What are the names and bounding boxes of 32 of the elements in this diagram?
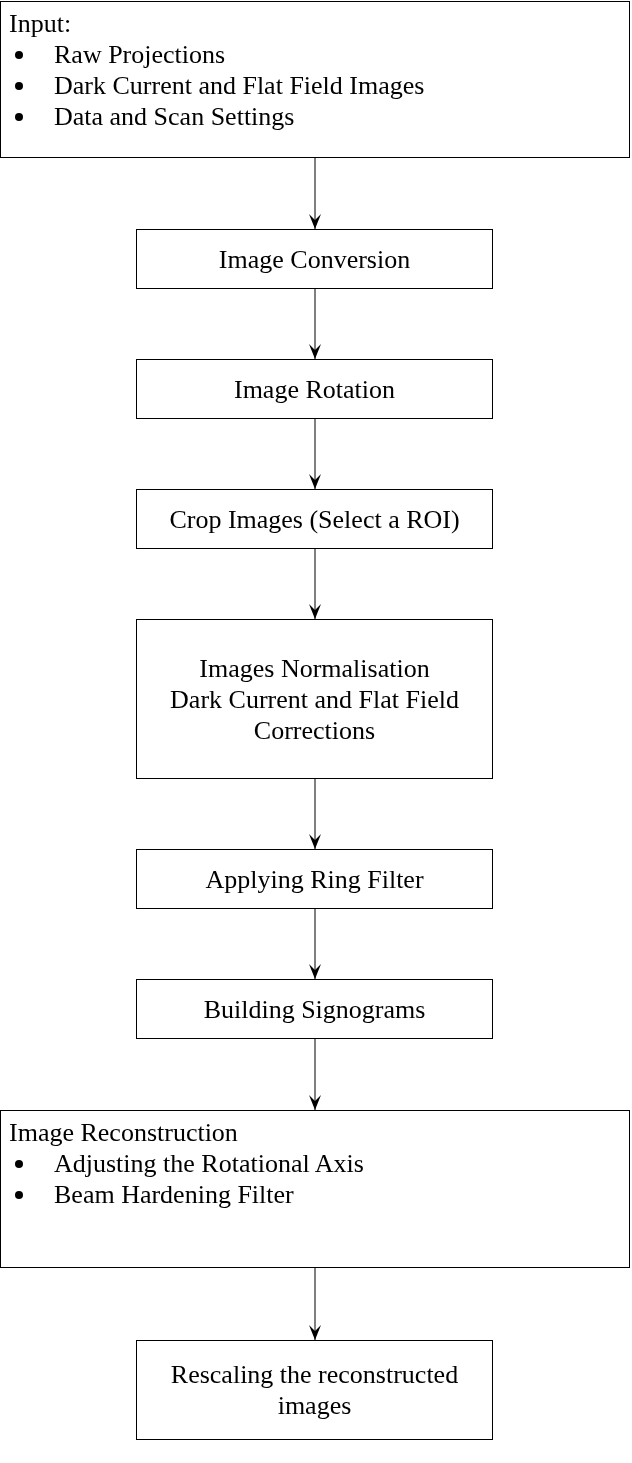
process-box [0,1,630,158]
arrow [309,778,321,850]
arrow [309,1267,321,1341]
list-item: Raw Projections [54,39,226,70]
process-box [136,229,493,289]
arrow [309,1038,321,1111]
arrow [309,418,321,490]
arrow [309,157,321,230]
box-label: Images Normalisation [199,652,430,684]
list-item: Adjusting the Rotational Axis [54,1148,364,1179]
box-label: Dark Current and Flat Field Corrections [169,683,460,746]
arrow [309,548,321,620]
list-item: Data and Scan Settings [54,101,295,132]
list-item: Beam Hardening Filter [54,1179,294,1210]
box-label: Applying Ring Filter [205,863,424,895]
process-box [136,849,493,909]
process-box [136,1340,493,1440]
box-heading: Input: [9,8,73,39]
process-box [136,489,493,549]
process-box [136,619,493,779]
arrow [309,288,321,360]
process-box [136,979,493,1039]
arrow [309,908,321,980]
process-box [0,1110,630,1268]
box-label: Image Rotation [234,373,395,405]
box-label: Crop Images (Select a ROI) [169,503,460,535]
list-item: Dark Current and Flat Field Images [54,70,425,101]
box-heading: Image Reconstruction [9,1117,239,1148]
process-box [136,359,493,419]
box-label: Rescaling the reconstructed images [169,1359,460,1421]
box-label: Image Conversion [218,243,411,275]
box-label: Building Signograms [203,993,426,1025]
